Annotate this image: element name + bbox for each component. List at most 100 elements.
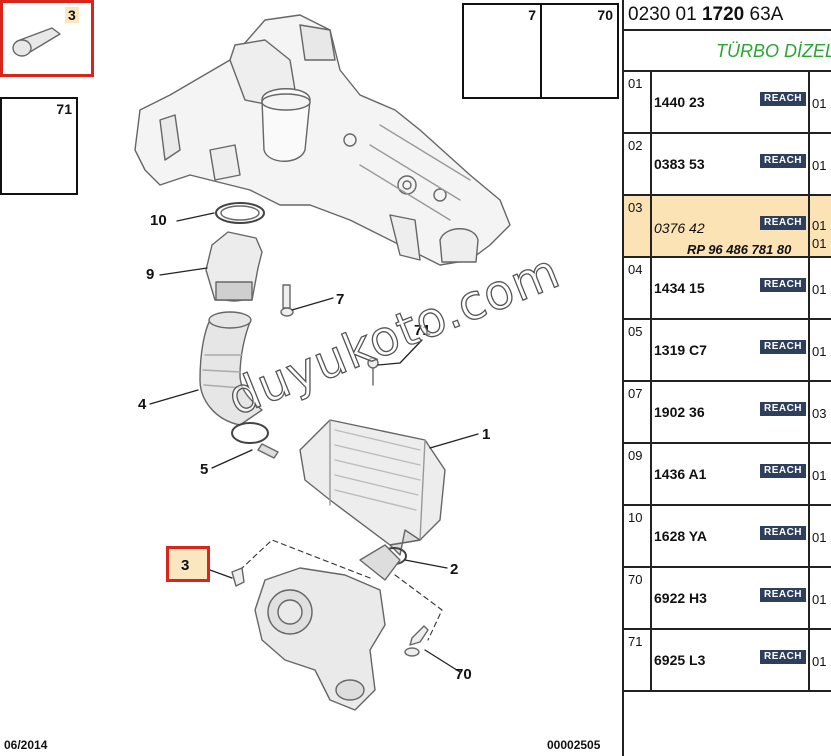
part-qty: 01	[812, 282, 827, 297]
thumb-box-71[interactable]: 71	[0, 97, 78, 195]
part-qty-2: 01	[812, 236, 827, 251]
row-index: 04	[624, 258, 652, 318]
row-index: 07	[624, 382, 652, 442]
thumb-box-7[interactable]: 7	[462, 3, 542, 99]
callout-2: 2	[450, 561, 459, 578]
part-row-05[interactable]: 05 1319 C7 REACH 01	[624, 320, 831, 382]
thumb-label-7: 7	[528, 7, 536, 23]
reach-badge: REACH	[760, 340, 806, 354]
flange-part-9	[205, 231, 263, 302]
hose-part-4	[199, 311, 263, 426]
part-row-01[interactable]: 01 1440 23 REACH 01	[624, 72, 831, 134]
part-code: 1319 C7	[654, 342, 707, 358]
part-reference: RP 96 486 781 80	[687, 242, 792, 257]
thumb-box-70[interactable]: 70	[540, 3, 619, 99]
part-row-03[interactable]: 03 0376 42 REACH 01 01 RP 96 486 781 80	[624, 196, 831, 258]
part-qty: 01	[812, 158, 827, 173]
reach-badge: REACH	[760, 154, 806, 168]
part-row-09[interactable]: 09 1436 A1 REACH 01	[624, 444, 831, 506]
callout-5: 5	[200, 461, 209, 478]
row-index: 02	[624, 134, 652, 194]
row-index: 05	[624, 320, 652, 380]
part-row-70[interactable]: 70 6922 H3 REACH 01	[624, 568, 831, 630]
row-index: 10	[624, 506, 652, 566]
part-qty: 01	[812, 654, 827, 669]
footer-date: 06/2014	[4, 738, 48, 752]
part-qty: 01	[812, 218, 827, 233]
callout-71: 71	[414, 322, 431, 339]
turbocharger	[254, 544, 401, 711]
cylinder-head-cover	[134, 14, 511, 266]
reach-badge: REACH	[760, 92, 806, 106]
qty-cell	[808, 506, 831, 566]
reach-badge: REACH	[760, 278, 806, 292]
callout-4: 4	[138, 396, 147, 413]
header-bold: 1720	[701, 4, 745, 25]
reach-badge: REACH	[760, 402, 806, 416]
part-code: 1434 15	[654, 280, 705, 296]
part-code: 0383 53	[654, 156, 705, 172]
intercooler-part-1	[299, 357, 446, 556]
reach-badge: REACH	[760, 216, 806, 230]
qty-cell	[808, 72, 831, 132]
part-row-04[interactable]: 04 1434 15 REACH 01	[624, 258, 831, 320]
qty-cell	[808, 196, 831, 256]
part-code: 1628 YA	[654, 528, 707, 544]
assembly-lines	[239, 539, 443, 641]
reach-badge: REACH	[760, 588, 806, 602]
row-index: 09	[624, 444, 652, 504]
callout-9: 9	[146, 266, 155, 283]
part-row-07[interactable]: 07 1902 36 REACH 03	[624, 382, 831, 444]
bolt-part-3	[231, 567, 245, 587]
callout-7: 7	[336, 291, 345, 308]
qty-cell	[808, 320, 831, 380]
part-row-10[interactable]: 10 1628 YA REACH 01	[624, 506, 831, 568]
callout-10: 10	[150, 212, 167, 229]
panel-subtitle: TÜRBO DİZEL	[624, 31, 831, 72]
part-row-02[interactable]: 02 0383 53 REACH 01	[624, 134, 831, 196]
callout-3: 3	[181, 557, 190, 574]
part-code: 0376 42	[654, 220, 705, 236]
part-code: 6922 H3	[654, 590, 707, 606]
thumb-label-70: 70	[597, 7, 613, 23]
part-row-71[interactable]: 71 6925 L3 REACH 01	[624, 630, 831, 692]
part-qty: 01	[812, 530, 827, 545]
callout-1: 1	[482, 426, 491, 443]
parts-list-panel: 0230 01 1720 63A TÜRBO DİZEL 01 1440 23 …	[622, 0, 831, 756]
exploded-parts-diagram: 10 9 7 71 4 1 5 2 70 3 3 71 7 70 duyukot…	[0, 0, 619, 752]
qty-cell	[808, 630, 831, 690]
part-qty: 01	[812, 96, 827, 111]
thumb-label-3: 3	[65, 7, 79, 23]
reach-badge: REACH	[760, 526, 806, 540]
part-qty: 01	[812, 592, 827, 607]
part-code: 1440 23	[654, 94, 705, 110]
bolt-part-70	[404, 625, 429, 657]
part-qty: 01	[812, 344, 827, 359]
thumb-label-71: 71	[56, 101, 72, 117]
part-code: 1436 A1	[654, 466, 707, 482]
part-code: 6925 L3	[654, 652, 706, 668]
screw-part-7	[280, 284, 294, 317]
part-qty: 03	[812, 406, 827, 421]
header-prefix: 0230 01	[628, 4, 702, 25]
header-suffix: 63A	[744, 4, 784, 25]
leader-lines	[149, 212, 479, 673]
part-qty: 01	[812, 468, 827, 483]
reach-badge: REACH	[760, 650, 806, 664]
qty-cell	[808, 382, 831, 442]
callout-3-highlight[interactable]: 3	[166, 546, 210, 582]
callout-70: 70	[455, 666, 472, 683]
thumb-box-3[interactable]: 3	[0, 0, 94, 77]
row-index: 70	[624, 568, 652, 628]
reach-badge: REACH	[760, 464, 806, 478]
panel-header: 0230 01 1720 63A	[624, 0, 831, 31]
qty-cell	[808, 258, 831, 318]
thumb-screw-3	[12, 27, 61, 57]
row-index: 01	[624, 72, 652, 132]
part-code: 1902 36	[654, 404, 705, 420]
qty-cell	[808, 444, 831, 504]
clamp-part-5	[231, 422, 279, 459]
row-index: 03	[624, 196, 652, 256]
qty-cell	[808, 134, 831, 194]
o-ring-part-10	[215, 202, 265, 224]
